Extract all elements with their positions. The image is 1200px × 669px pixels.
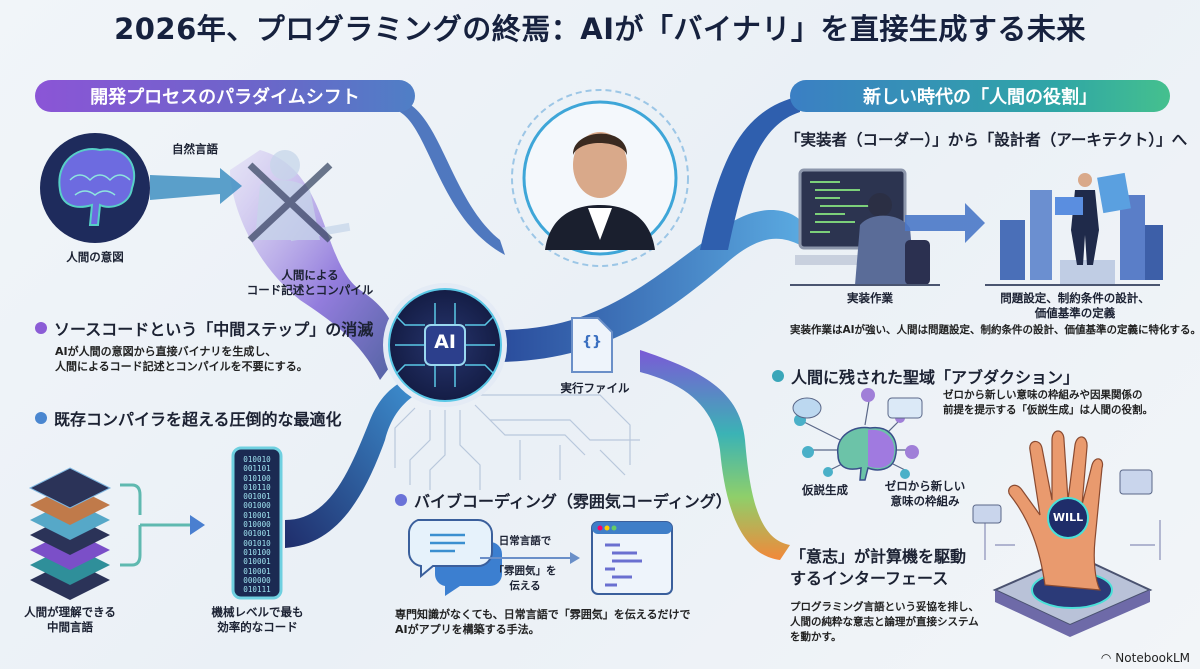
portrait-person-icon [545, 132, 655, 250]
architect-label: 問題設定、制約条件の設計、価値基準の定義 [1000, 291, 1150, 320]
code-layer-stack-icon [28, 467, 112, 600]
ribbon-rainbow [640, 350, 790, 560]
human-intent-label: 人間の意図 [66, 250, 124, 264]
architect-city-icon [985, 172, 1163, 286]
binary-row: 010111 [243, 585, 271, 595]
binary-row: 010000 [243, 520, 271, 530]
implementation-label: 実装作業 [847, 291, 893, 305]
binary-row: 000000 [243, 575, 271, 585]
coder-to-architect-heading: 「実装者（コーダー）」から「設計者（アーキテクト）」へ [785, 131, 1188, 149]
abduction-section: 人間に残された聖域「アブダクション」 [772, 364, 1079, 388]
binary-row: 001001 [243, 529, 271, 539]
notebooklm-logo-icon: ◠ [1100, 651, 1112, 665]
page-title: 2026年、プログラミングの終焉：AIが「バイナリ」を直接生成する未来 [114, 12, 1086, 46]
binary-row: 001101 [243, 464, 271, 474]
will-heading: 「意志」が計算機を駆動するインターフェース [790, 547, 967, 588]
binary-row: 010001 [243, 566, 271, 576]
vibe-arrow-label-top: 日常言語で [498, 535, 552, 547]
binary-row: 010100 [243, 473, 271, 483]
file-code-glyph: {} [582, 334, 602, 350]
arrow-icon [905, 203, 985, 243]
bullet-dot [35, 412, 47, 424]
human-coding-label: 人間によるコード記述とコンパイル [246, 268, 374, 297]
binary-row: 010010 [243, 455, 271, 464]
binary-row: 001010 [243, 538, 271, 548]
roles-summary: 実装作業はAIが強い、人間は問題設定、制約条件の設計、価値基準の定義に特化する。 [790, 324, 1200, 336]
binary-row: 001000 [243, 501, 271, 511]
file-icon [571, 317, 613, 373]
code-window-icon [591, 521, 673, 595]
speech-bubble-icon [407, 519, 502, 596]
natural-language-label: 自然言語 [172, 142, 218, 156]
binary-row: 001001 [243, 492, 271, 502]
ribbon-top-right [700, 96, 800, 250]
source-code-section: ソースコードという「中間ステップ」の消滅 AIが人間の意図から直接バイナリを生成… [35, 316, 373, 374]
will-badge: WILL [1052, 511, 1084, 524]
will-desc: プログラミング言語という妥協を排し、人間の純粋な意志と論理が直接システムを動かす… [790, 601, 979, 643]
abduction-desc: ゼロから新しい意味の枠組みや因果関係の前提を提示する「仮説生成」は人間の役割。 [943, 389, 1153, 416]
efficient-code-label: 機械レベルで最も効率的なコード [211, 605, 304, 634]
coder-at-desk-icon [790, 168, 940, 286]
bullet-dot [35, 322, 47, 334]
binary-row: 010110 [243, 482, 271, 492]
binary-row: 010001 [243, 510, 271, 520]
hand-on-chip-icon [972, 430, 1161, 637]
human-role-banner: 新しい時代の「人間の役割」 [790, 80, 1170, 112]
paradigm-shift-banner: 開発プロセスのパラダイムシフト [35, 80, 415, 112]
notebooklm-brand: ◠NotebookLM [1100, 651, 1190, 665]
bullet-dot [772, 370, 784, 382]
circuit-traces [394, 394, 640, 490]
brain-network-icon [792, 388, 923, 481]
ai-chip-label: AI [434, 331, 456, 353]
vibe-coding-section: バイブコーディング（雰囲気コーディング） [395, 488, 732, 512]
bullet-dot [395, 494, 407, 506]
human-coder-crossed-icon [247, 150, 351, 243]
framework-label: ゼロから新しい意味の枠組み [884, 479, 966, 508]
intermediate-language-label: 人間が理解できる中間言語 [24, 605, 116, 634]
portrait-ring [511, 89, 689, 267]
binary-column [231, 446, 283, 600]
vibe-arrow-label-bottom: 「雰囲気」を伝える [493, 565, 557, 592]
compiler-section: 既存コンパイラを超える圧倒的な最適化 [35, 406, 342, 430]
ribbon-binary-to-ai [285, 380, 415, 548]
brain-icon [58, 148, 136, 226]
binary-row: 010001 [243, 557, 271, 567]
executable-file-label: 実行ファイル [560, 381, 630, 395]
binary-row: 010100 [243, 547, 271, 557]
arrow-icon [190, 515, 205, 535]
ribbon-top-left [400, 100, 505, 255]
hypothesis-label: 仮説生成 [802, 483, 848, 497]
arrow-icon [150, 168, 242, 204]
